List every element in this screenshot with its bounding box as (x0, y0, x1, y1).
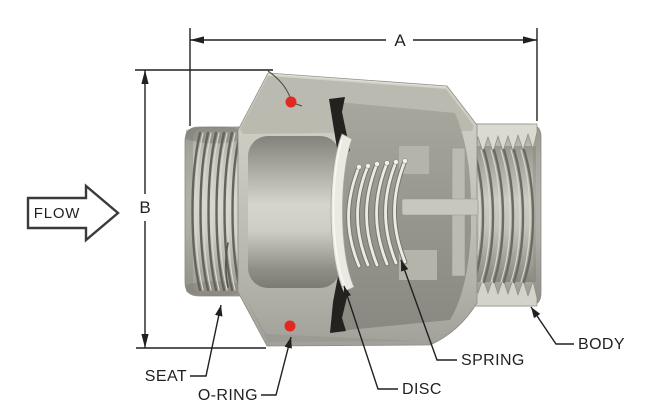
disc-shape (330, 133, 355, 293)
oring-hidden-line (267, 70, 291, 98)
chamber-cavity (338, 102, 471, 331)
spring-guide-post (401, 198, 479, 216)
spring-shape (346, 158, 408, 269)
oring-marker-top (285, 96, 297, 108)
label-spring: SPRING (461, 352, 525, 369)
part-leaders (190, 259, 574, 396)
label-seat: SEAT (145, 368, 187, 385)
dim-b-label: B (139, 198, 150, 217)
leader-oring (261, 336, 292, 396)
flow-label: FLOW (34, 205, 81, 222)
left-port-edge-shade (185, 127, 207, 296)
dimension-a (189, 28, 538, 126)
valve-left-port (184, 126, 244, 297)
right-port-threads (470, 148, 535, 284)
leader-spring (400, 259, 457, 361)
inlet-bore (248, 136, 340, 288)
valve-right-port (461, 123, 542, 307)
valve-cutaway (184, 70, 542, 347)
flow-arrow: FLOW (26, 183, 120, 243)
label-disc: DISC (402, 381, 442, 398)
thread-runout (224, 242, 229, 288)
leader-body (530, 306, 574, 345)
leader-seat (190, 304, 223, 377)
dimension-b (135, 69, 273, 349)
dim-a-label: A (394, 31, 406, 50)
leader-disc (343, 285, 398, 390)
oring-marker-bottom (284, 320, 296, 332)
valve-body-hex (237, 70, 479, 347)
label-oring: O-RING (198, 387, 258, 404)
label-body: BODY (578, 336, 625, 353)
